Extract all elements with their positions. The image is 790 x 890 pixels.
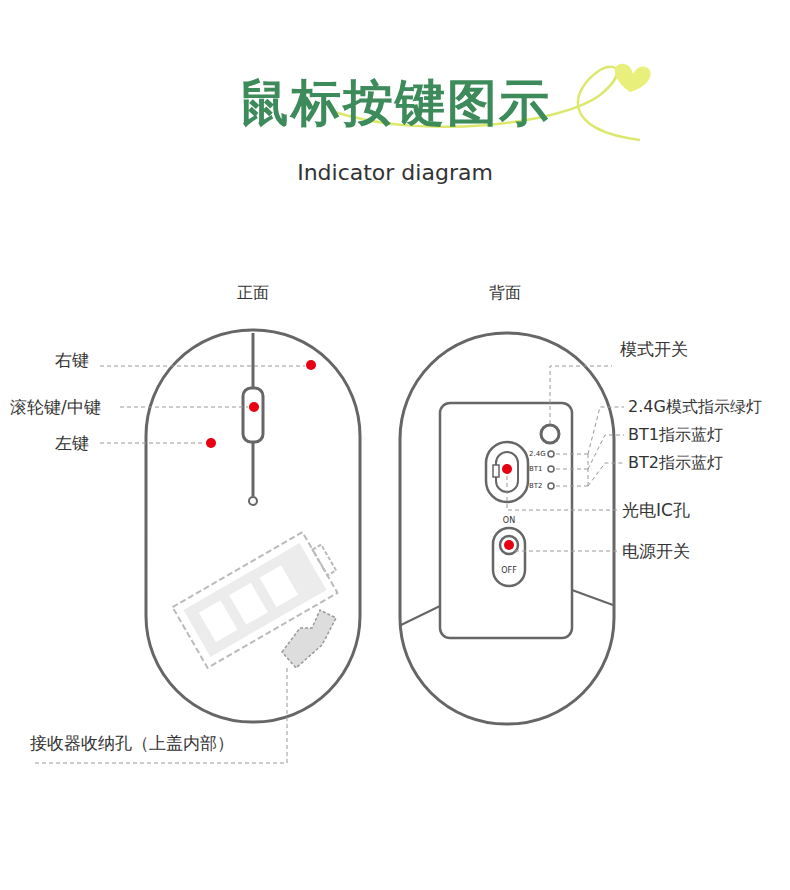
switch-label: ON [503, 516, 515, 526]
part-label: 接收器收纳孔（上盖内部） [30, 733, 234, 753]
part-label: 光电IC孔 [622, 500, 690, 520]
view-label: 背面 [489, 283, 521, 302]
part-label: BT2指示蓝灯 [628, 453, 723, 472]
part-label: 右键 [55, 350, 89, 370]
part-label: 模式开关 [620, 339, 688, 359]
subtitle: Indicator diagram [297, 160, 493, 186]
leader-lines [507, 366, 624, 551]
back-mouse [400, 333, 614, 724]
heart-decoration [615, 64, 651, 92]
part-label: 左键 [55, 433, 89, 453]
part-label: 2.4G模式指示绿灯 [628, 397, 762, 416]
switch-label: OFF [501, 566, 517, 576]
page-title: 鼠标按键图示 [239, 73, 551, 133]
indicator-label: 2.4G [529, 450, 546, 458]
view-label: 正面 [237, 283, 269, 302]
front-mouse [146, 330, 360, 722]
part-label: 电源开关 [622, 541, 690, 561]
indicator-label: BT2 [529, 482, 543, 490]
part-label: BT1指示蓝灯 [628, 425, 723, 444]
leader-lines [33, 366, 305, 763]
part-label: 滚轮键/中键 [10, 397, 101, 417]
indicator-label: BT1 [529, 465, 543, 473]
